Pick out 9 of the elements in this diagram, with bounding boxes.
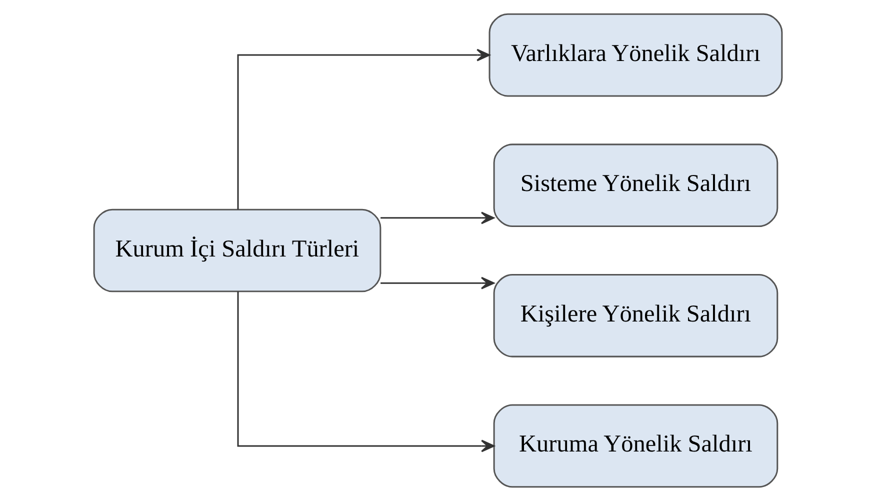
node-box: Sisteme Yönelik Saldırı <box>493 144 778 228</box>
arrow <box>380 212 494 224</box>
arrow <box>237 48 490 210</box>
node-box: Varlıklara Yönelik Saldırı <box>488 13 783 97</box>
arrow <box>237 291 495 452</box>
node-box: Kişilere Yönelik Saldırı <box>493 274 778 358</box>
arrow <box>380 276 494 290</box>
node-box: Kurum İçi Saldırı Türleri <box>93 208 382 292</box>
node-box: Kuruma Yönelik Saldırı <box>493 404 778 488</box>
